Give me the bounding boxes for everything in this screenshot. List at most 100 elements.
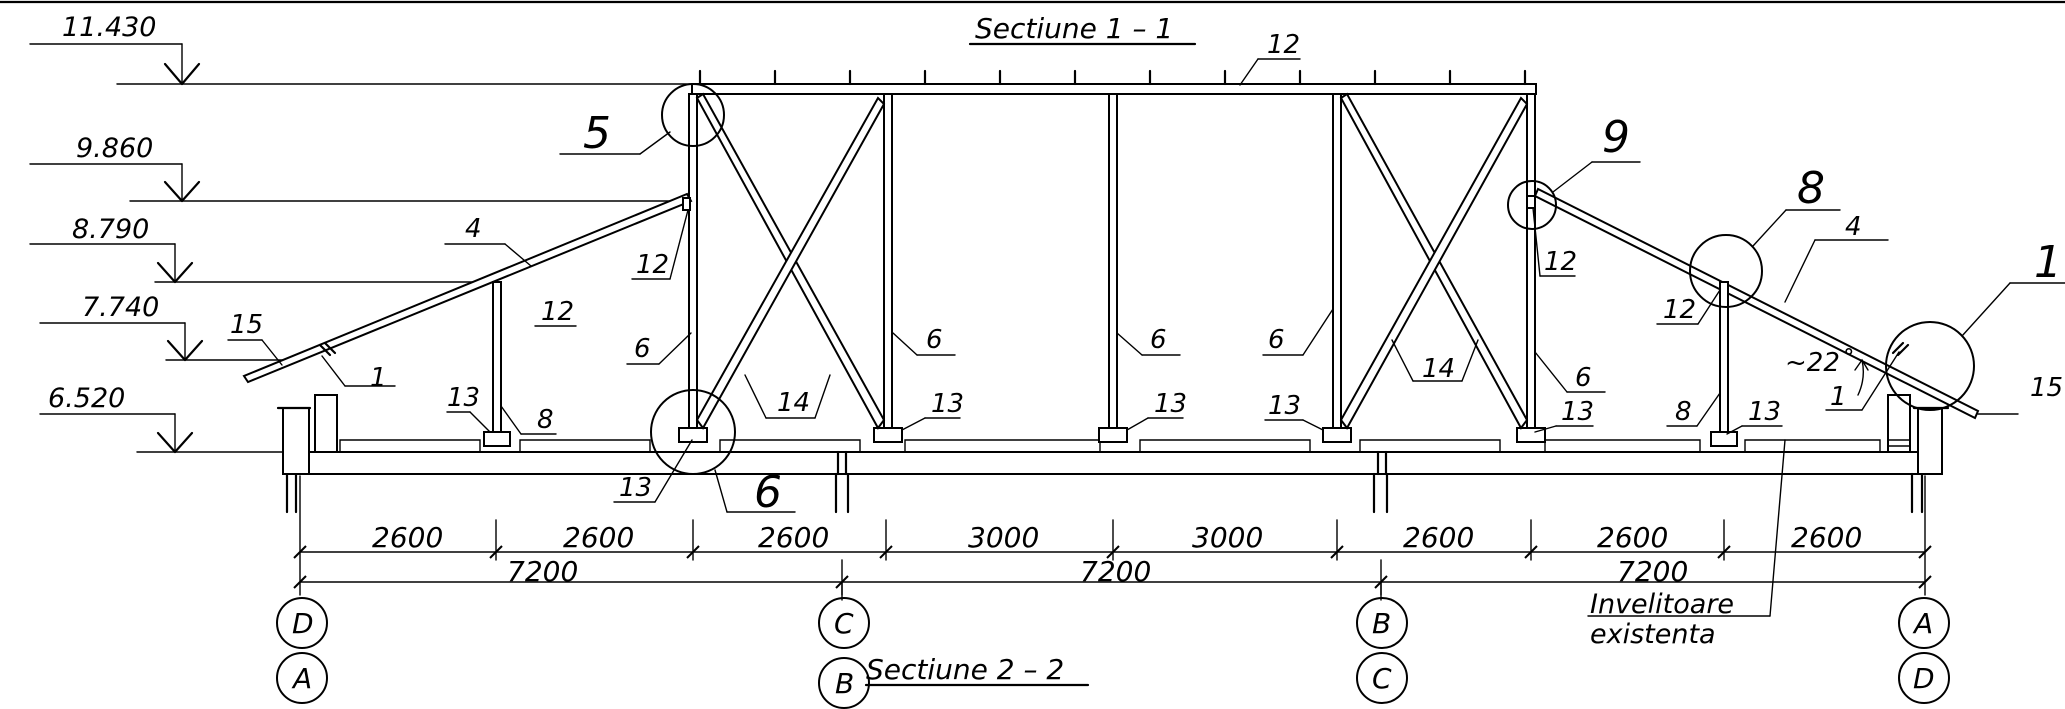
member-label: 1 bbox=[370, 363, 387, 393]
member-label: 14 bbox=[1422, 354, 1455, 384]
member-label: 15 bbox=[230, 310, 263, 340]
member-label: 15 bbox=[2030, 373, 2063, 403]
axis-label: D bbox=[292, 607, 314, 640]
note-text: Invelitoare bbox=[1590, 589, 1734, 620]
member-label: 12 bbox=[636, 250, 669, 280]
detail-circle bbox=[650, 389, 736, 475]
detail-circle bbox=[1507, 180, 1557, 230]
axis-bubble bbox=[1356, 597, 1408, 649]
axis-label: B bbox=[1372, 607, 1391, 640]
axis-bubble bbox=[1898, 597, 1950, 649]
member-label: 8 bbox=[1675, 397, 1692, 427]
elevation-mark-6520: 6.520 bbox=[39, 383, 301, 454]
dimension-value: 2600 bbox=[1597, 521, 1668, 554]
axis-label: D bbox=[1913, 662, 1935, 695]
elevation-mark-7740: 7.740 bbox=[39, 292, 301, 362]
dimension-value: 2600 bbox=[372, 521, 443, 554]
axis-bubble bbox=[1356, 652, 1408, 704]
purlin-studs bbox=[698, 69, 1527, 86]
member-label: 13 bbox=[619, 473, 652, 503]
dimension-value: 7200 bbox=[507, 555, 578, 588]
axis-bubble bbox=[276, 652, 328, 704]
member-label: 12 bbox=[1663, 295, 1696, 325]
dimension-row-2: 7200 7200 7200 bbox=[293, 555, 1932, 601]
detail-number: 5 bbox=[583, 108, 611, 159]
detail-callout-6: 6 bbox=[650, 389, 796, 518]
detail-number: 8 bbox=[1797, 163, 1825, 214]
slope-arc bbox=[1857, 359, 1865, 396]
dimension-value: 2600 bbox=[1403, 521, 1474, 554]
section-title-secondary: Sectiune 2 – 2 bbox=[866, 653, 1064, 686]
detail-callout-9: 9 bbox=[1507, 112, 1641, 230]
elevation-label: 9.860 bbox=[76, 133, 153, 164]
member-label: 6 bbox=[1268, 325, 1285, 355]
member-label: 6 bbox=[634, 334, 651, 364]
dimension-value: 2600 bbox=[758, 521, 829, 554]
dimension-value: 7200 bbox=[1080, 555, 1151, 588]
axis-bubble bbox=[818, 657, 870, 709]
elevation-mark-9860: 9.860 bbox=[29, 133, 681, 203]
left-parapet bbox=[276, 394, 338, 475]
detail-callout-8: 8 bbox=[1689, 163, 1841, 308]
note-text: existenta bbox=[1590, 619, 1716, 650]
member-label: 13 bbox=[931, 389, 964, 419]
axis-bubble bbox=[276, 597, 328, 649]
axis-label: C bbox=[834, 607, 854, 640]
detail-callout-1: 1 bbox=[1885, 237, 2065, 411]
dimension-value: 2600 bbox=[1791, 521, 1862, 554]
elevation-mark-8790: 8.790 bbox=[29, 214, 501, 284]
axis-bubble bbox=[1898, 652, 1950, 704]
detail-number: 9 bbox=[1602, 112, 1630, 163]
dimension-value: 3000 bbox=[968, 521, 1039, 554]
axis-label: A bbox=[291, 662, 312, 695]
axis-label: A bbox=[1912, 607, 1933, 640]
section-title: Sectiune 1 – 1 bbox=[975, 12, 1173, 45]
detail-circle bbox=[1689, 234, 1763, 308]
member-label: 13 bbox=[1561, 397, 1594, 427]
detail-number: 1 bbox=[2034, 237, 2062, 288]
axis-bubble bbox=[818, 597, 870, 649]
elevation-label: 6.520 bbox=[48, 383, 125, 414]
elevation-mark-11430: 11.430 bbox=[29, 12, 696, 86]
member-label: 13 bbox=[1748, 397, 1781, 427]
member-label: 13 bbox=[447, 383, 480, 413]
right-parapet bbox=[1887, 394, 1950, 475]
existing-roofing-note: Invelitoare existenta bbox=[1587, 439, 1786, 650]
member-label: 13 bbox=[1154, 389, 1187, 419]
member-label: 6 bbox=[1575, 363, 1592, 393]
detail-circle bbox=[1885, 321, 1975, 411]
detail-callout-5: 5 bbox=[559, 83, 725, 159]
member-label: 12 bbox=[541, 297, 574, 327]
member-label: 4 bbox=[465, 214, 482, 244]
portal-frame bbox=[678, 69, 1546, 443]
detail-number: 6 bbox=[754, 467, 782, 518]
member-label: 6 bbox=[926, 325, 943, 355]
member-labels: 12 4 12 12 15 1 13 8 6 14 bbox=[227, 30, 2063, 503]
detail-circle bbox=[661, 83, 725, 147]
member-label: 6 bbox=[1150, 325, 1167, 355]
support-walls bbox=[285, 472, 1924, 514]
elevation-label: 7.740 bbox=[82, 292, 159, 323]
axis-lines bbox=[299, 581, 1926, 596]
member-label: 13 bbox=[1268, 391, 1301, 421]
elevation-label: 11.430 bbox=[62, 12, 156, 43]
member-label: 12 bbox=[1267, 30, 1300, 60]
member-label: 12 bbox=[1544, 247, 1577, 277]
right-lean-to bbox=[1526, 187, 1980, 447]
dimension-value: 7200 bbox=[1617, 555, 1688, 588]
dimension-row-1: 2600 2600 2600 3000 3000 2600 2600 2600 bbox=[293, 475, 1932, 583]
member-label: 1 bbox=[1830, 382, 1847, 412]
dimension-value: 3000 bbox=[1192, 521, 1263, 554]
axis-bubbles: D A C B B C A D bbox=[276, 597, 1950, 709]
member-label: 14 bbox=[777, 388, 810, 418]
slope-arrow-icon bbox=[1854, 358, 1869, 371]
dimension-value: 2600 bbox=[563, 521, 634, 554]
member-label: 8 bbox=[537, 405, 554, 435]
elevation-label: 8.790 bbox=[72, 214, 149, 245]
axis-label: C bbox=[1372, 662, 1392, 695]
left-lean-to bbox=[242, 192, 693, 447]
member-label: 4 bbox=[1845, 212, 1862, 242]
slope-label: ~22˚ bbox=[1785, 348, 1853, 378]
axis-label: B bbox=[835, 667, 854, 700]
